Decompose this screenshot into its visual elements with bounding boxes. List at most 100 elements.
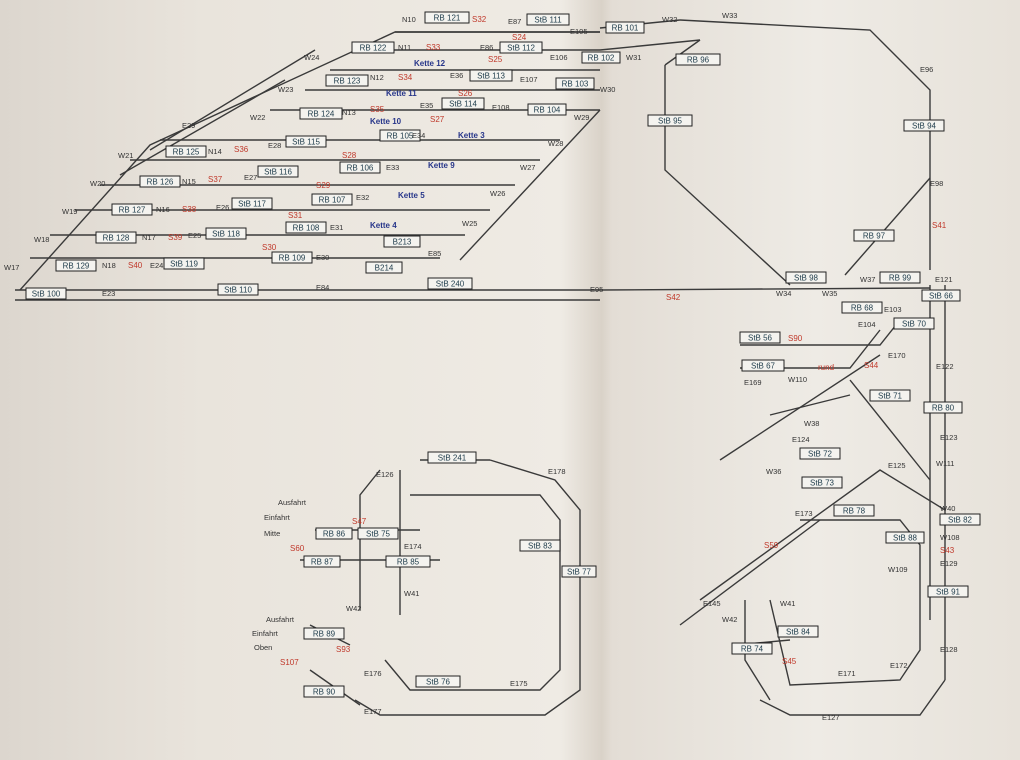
- track-20: [599, 39, 701, 51]
- block-label-60: RB 90: [313, 688, 336, 697]
- block-rect-56: [357, 527, 399, 540]
- label-27: N15: [182, 177, 196, 186]
- kette-label-4: Kette 9: [428, 161, 455, 170]
- signal-10: S37: [208, 175, 223, 184]
- label-79: E174: [404, 542, 422, 551]
- block-label-28: StB 100: [32, 290, 61, 299]
- block-rect-47: [833, 504, 875, 517]
- signal-22: S59: [764, 541, 779, 550]
- note-1: Einfahrt: [264, 513, 291, 522]
- signal-4: S34: [398, 73, 413, 82]
- note-3: Ausfahrt: [266, 615, 295, 624]
- block-label-2: RB 101: [612, 24, 639, 33]
- block-rect-26: [383, 235, 421, 248]
- block-label-26: B213: [393, 238, 412, 247]
- signal-9: S28: [342, 151, 357, 160]
- note-0: Ausfahrt: [278, 498, 307, 507]
- signal-21: S43: [940, 546, 955, 555]
- block-label-6: RB 123: [334, 77, 361, 86]
- label-59: E122: [936, 362, 954, 371]
- block-rect-31: [675, 53, 721, 66]
- label-17: N13: [342, 108, 356, 117]
- block-label-53: StB 83: [528, 542, 553, 551]
- track-36: [744, 600, 771, 701]
- block-rect-50: [777, 625, 819, 638]
- label-2: E105: [570, 27, 588, 36]
- block-rect-25: [55, 259, 97, 272]
- block-rect-62: [379, 129, 421, 142]
- block-label-25: RB 129: [63, 262, 90, 271]
- label-13: E107: [520, 75, 538, 84]
- block-rect-17: [311, 193, 353, 206]
- label-82: W41: [404, 589, 419, 598]
- signal-24: S47: [352, 517, 367, 526]
- label-7: E86: [480, 43, 493, 52]
- track-30: [849, 379, 931, 481]
- block-rect-43: [923, 401, 963, 414]
- block-label-13: RB 125: [173, 148, 200, 157]
- label-52: W37: [860, 275, 875, 284]
- signal-12: S38: [182, 205, 197, 214]
- block-label-14: RB 106: [347, 164, 374, 173]
- label-45: E85: [428, 249, 441, 258]
- block-rect-4: [499, 41, 543, 54]
- signal-28: rund: [818, 363, 834, 372]
- block-rect-32: [647, 114, 693, 127]
- block-label-39: StB 70: [902, 320, 927, 329]
- signal-13: S31: [288, 211, 303, 220]
- label-55: E104: [858, 320, 876, 329]
- signal-19: S44: [864, 361, 879, 370]
- block-rect-35: [785, 271, 827, 284]
- block-rect-60: [303, 685, 345, 698]
- block-rect-10: [441, 97, 485, 110]
- block-label-27: B214: [375, 264, 394, 273]
- signal-27: S93: [336, 645, 351, 654]
- label-3: W32: [662, 15, 677, 24]
- block-rect-45: [801, 476, 843, 489]
- label-1: E87: [508, 17, 521, 26]
- label-78: E126: [376, 470, 394, 479]
- signal-23: S45: [782, 657, 797, 666]
- label-21: W21: [118, 151, 133, 160]
- track-32: [679, 519, 821, 626]
- block-label-58: RB 85: [397, 558, 420, 567]
- block-rect-40: [739, 331, 781, 344]
- label-49: E96: [920, 65, 933, 74]
- block-label-10: StB 114: [449, 100, 477, 109]
- label-53: E121: [935, 275, 953, 284]
- signal-14: S39: [168, 233, 183, 242]
- signal-18: S90: [788, 334, 803, 343]
- block-rect-29: [217, 283, 259, 296]
- block-rect-46: [939, 513, 981, 526]
- block-rect-22: [95, 231, 137, 244]
- block-label-36: RB 99: [889, 274, 912, 283]
- block-label-33: StB 94: [912, 122, 937, 131]
- label-4: W33: [722, 11, 737, 20]
- label-16: W22: [250, 113, 265, 122]
- label-11: N12: [370, 73, 384, 82]
- track-33: [769, 519, 921, 686]
- block-label-30: StB 240: [436, 280, 465, 289]
- label-20: W29: [574, 113, 589, 122]
- label-85: E175: [510, 679, 528, 688]
- label-40: W25: [462, 219, 477, 228]
- signal-8: S36: [234, 145, 249, 154]
- block-label-51: RB 74: [741, 645, 764, 654]
- block-rect-2: [605, 21, 645, 34]
- note-2: Mitte: [264, 529, 280, 538]
- label-10: W23: [278, 85, 293, 94]
- label-0: N10: [402, 15, 416, 24]
- block-rect-7: [469, 69, 513, 82]
- block-label-38: RB 68: [851, 304, 874, 313]
- label-61: E124: [792, 435, 810, 444]
- block-rect-11: [527, 103, 567, 116]
- block-label-40: StB 56: [748, 334, 773, 343]
- block-rect-59: [303, 627, 345, 640]
- kette-label-6: Kette 4: [370, 221, 397, 230]
- track-14: [119, 79, 286, 176]
- block-rect-57: [303, 555, 341, 568]
- label-38: E25: [188, 231, 201, 240]
- label-9: W31: [626, 53, 641, 62]
- label-84: E177: [364, 707, 382, 716]
- label-70: E145: [703, 599, 721, 608]
